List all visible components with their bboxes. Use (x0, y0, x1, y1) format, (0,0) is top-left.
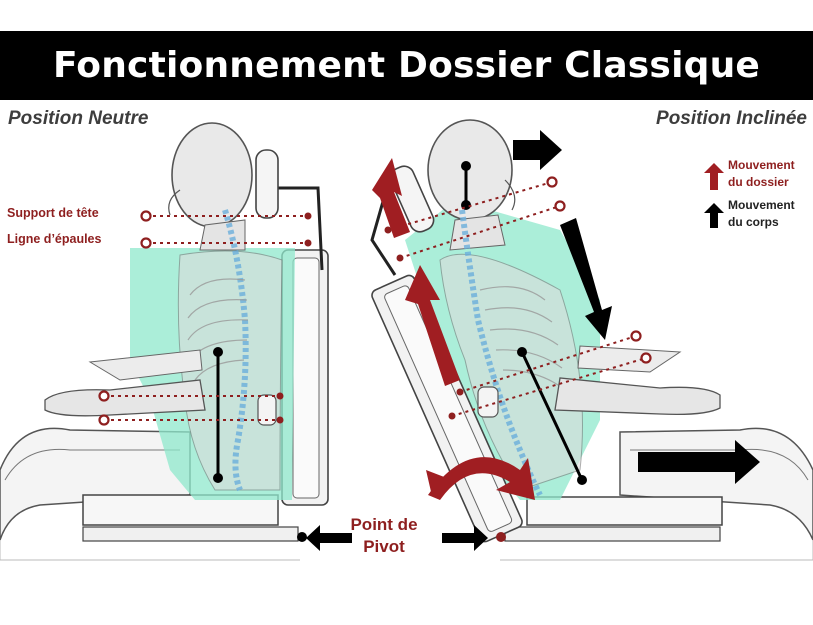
legend-backrest-line2: du dossier (728, 175, 789, 189)
pivot-point-label: Point de Pivot (346, 514, 422, 558)
neutral-position-figure (0, 122, 329, 561)
pivot-label-line1: Point de (350, 515, 418, 534)
legend-body-line2: du corps (728, 215, 779, 229)
inclined-position-label: Position Inclinée (656, 108, 807, 129)
shoulder-line-label: Ligne d’épaules (7, 232, 102, 246)
pivot-label-line2: Pivot (363, 537, 405, 556)
title-bar: Fonctionnement Dossier Classique (0, 31, 813, 100)
head-support-label: Support de tête (7, 206, 99, 220)
legend-body-movement: Mouvement du corps (728, 197, 795, 231)
neutral-position-label: Position Neutre (8, 108, 149, 129)
legend-body-line1: Mouvement (728, 198, 795, 212)
legend-icons (704, 163, 724, 228)
legend-backrest-line1: Mouvement (728, 158, 795, 172)
backrest-movement-arrows (372, 158, 535, 500)
page-title: Fonctionnement Dossier Classique (52, 45, 761, 86)
legend-backrest-movement: Mouvement du dossier (728, 157, 795, 191)
body-movement-arrows (306, 130, 760, 551)
